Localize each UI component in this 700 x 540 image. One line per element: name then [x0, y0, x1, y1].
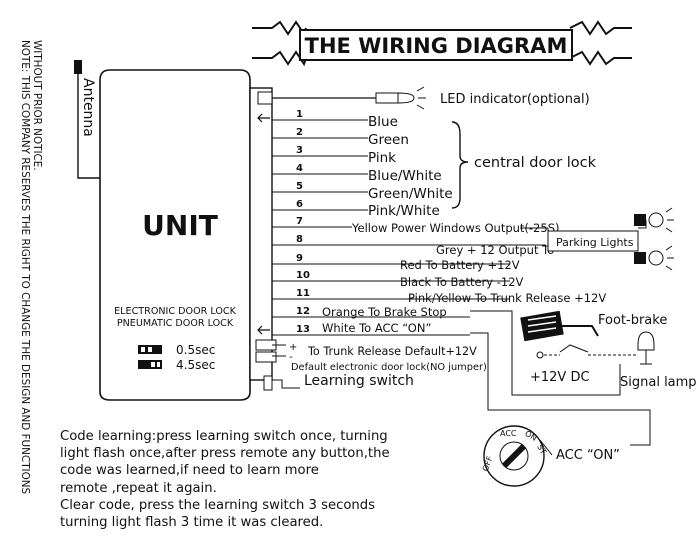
- side-note: NOTE: THIS COMPANY RESERVES THE RIGHT TO…: [19, 40, 43, 495]
- instruction-line: turning light flash 3 time it was cleare…: [60, 515, 324, 531]
- wire-number: 9: [296, 253, 303, 264]
- wire-label: Green/White: [368, 186, 453, 202]
- wire-label: Orange To Brake Stop: [322, 305, 447, 319]
- unit-label: UNIT: [142, 209, 218, 242]
- plus12vdc-label: +12V DC: [530, 370, 590, 385]
- wire-number: 1: [296, 109, 303, 120]
- svg-text:+: +: [289, 342, 297, 353]
- wire-number: 12: [296, 306, 310, 317]
- wire-label: Red To Battery +12V: [400, 258, 520, 272]
- svg-text:ACC: ACC: [500, 429, 517, 438]
- signal-lamp-icon: [637, 331, 655, 351]
- trunk-release-label: To Trunk Release Default+12V: [307, 345, 477, 358]
- central-door-lock-label: central door lock: [474, 155, 597, 171]
- parking-lights: Parking Lights: [520, 207, 674, 271]
- wire-number: 6: [296, 199, 303, 210]
- wire-number: 3: [296, 145, 303, 156]
- signal-lamp-label: Signal lamp: [620, 375, 697, 390]
- unit-box: UNIT ELECTRONIC DOOR LOCK PNEUMATIC DOOR…: [99, 69, 277, 401]
- antenna: Antenna: [74, 60, 100, 179]
- svg-text:-: -: [289, 352, 293, 363]
- jumper2-label: 4.5sec: [176, 358, 215, 372]
- led-bulb-icon: [397, 92, 415, 104]
- wire-label: Grey + 12 Output To: [436, 243, 554, 257]
- acc-circuit: OFF ACC ON ST ACC “ON”: [470, 332, 651, 487]
- antenna-label: Antenna: [80, 78, 96, 137]
- central-door-lock: central door lock: [451, 121, 597, 209]
- wire-label: Black To Battery -12V: [400, 275, 524, 289]
- brake-pedal-icon: [520, 310, 564, 342]
- unit-line2: PNEUMATIC DOOR LOCK: [117, 318, 234, 329]
- learning-switch-label: Learning switch: [304, 373, 414, 389]
- wire-number: 7: [296, 216, 303, 227]
- wire-label: Pink: [368, 150, 396, 166]
- title-banner: THE WIRING DIAGRAM: [252, 20, 632, 67]
- wire-labels: BlueGreenPinkBlue/WhiteGreen/WhitePink/W…: [322, 114, 606, 335]
- wire-label: Blue/White: [368, 168, 442, 184]
- side-note-line1: NOTE: THIS COMPANY RESERVES THE RIGHT TO…: [19, 40, 31, 495]
- wire-number: 11: [296, 288, 310, 299]
- page-title: THE WIRING DIAGRAM: [305, 34, 568, 58]
- unit-line1: ELECTRONIC DOOR LOCK: [114, 306, 236, 317]
- brace-icon: [451, 121, 469, 209]
- parking-bulb-icon: [634, 214, 646, 226]
- wire-number: 13: [296, 324, 310, 335]
- wire-number: 8: [296, 234, 303, 245]
- side-note-line2: WITHOUT PRIOR NOTICE.: [31, 40, 43, 171]
- foot-brake-label: Foot-brake: [598, 313, 667, 328]
- default-lock-label: Default electronic door lock(NO jumper): [291, 362, 487, 373]
- banner-zigzag-bottom: [252, 50, 632, 67]
- instruction-line: Code learning:press learning switch once…: [60, 429, 388, 444]
- wire-label: Green: [368, 132, 409, 148]
- wire-label: Yellow Power Windows Output(-25S): [351, 221, 559, 235]
- wire-label: White To ACC “ON”: [322, 321, 431, 335]
- wire-label: Pink/White: [368, 203, 440, 219]
- led-indicator: LED indicator(optional): [272, 86, 590, 110]
- wire-number: 2: [296, 127, 303, 138]
- jumper-4-5-icon: [138, 360, 162, 369]
- wire-number: 10: [296, 270, 310, 281]
- instruction-line: code was learned,if need to learn more: [60, 463, 319, 479]
- instruction-line: remote ,repeat it again.: [60, 480, 217, 496]
- parking-lights-label: Parking Lights: [556, 236, 634, 249]
- jumper1-label: 0.5sec: [176, 343, 215, 357]
- code-learning-instructions: Code learning:press learning switch once…: [60, 428, 440, 531]
- parking-bulb-icon: [634, 252, 646, 264]
- connector-block: [249, 87, 273, 381]
- acc-on-label: ACC “ON”: [556, 448, 620, 463]
- trunk-release: + - To Trunk Release Default+12V Default…: [272, 342, 487, 389]
- title-box: [299, 29, 573, 61]
- instruction-line: light flash once,after press remote any …: [60, 446, 390, 462]
- wire-label: Pink/Yellow To Trunk Release +12V: [408, 291, 606, 305]
- wire-label: Blue: [368, 114, 398, 130]
- wire-number: 4: [296, 163, 303, 174]
- foot-brake-circuit: Foot-brake +12V DC Signal lamp: [470, 310, 697, 396]
- instruction-line: Clear code, press the learning switch 3 …: [60, 497, 376, 513]
- wire-lines: [272, 119, 546, 336]
- led-label: LED indicator(optional): [440, 92, 590, 107]
- wire-number: 5: [296, 181, 303, 192]
